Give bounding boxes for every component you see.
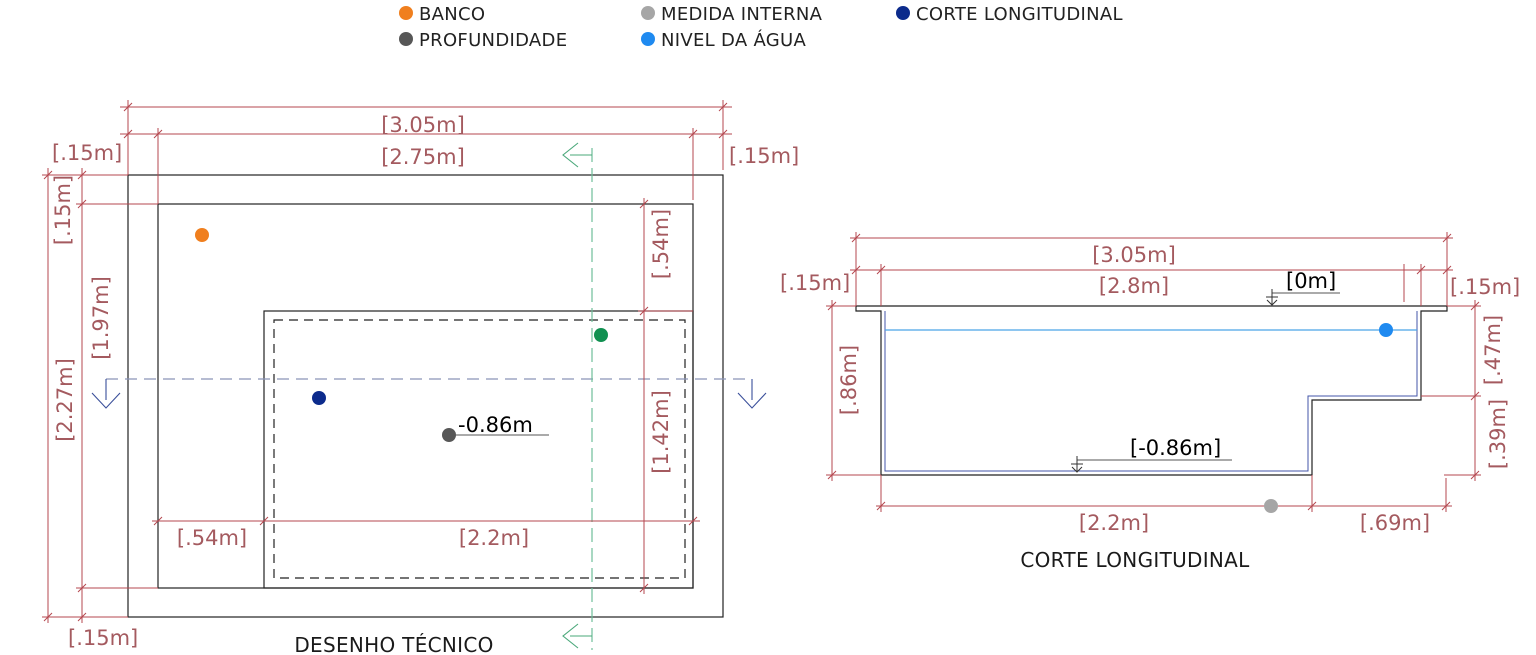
plan-right-dimensions [638, 198, 693, 594]
plan-marker-section [312, 391, 326, 405]
legend-label-medida-interna: MEDIDA INTERNA [661, 4, 823, 25]
legend-label-nivel-agua: NIVEL DA ÁGUA [661, 29, 807, 51]
plan-width-total-label: [3.05m] [381, 113, 465, 137]
plan-bottom-dimensions [152, 516, 700, 526]
section-depth-total-label: [.86m] [837, 345, 861, 415]
section-right-dimensions [1421, 300, 1481, 481]
plan-deep-length-label: [1.42m] [649, 390, 673, 474]
section-width-inner-label: [2.8m] [1099, 274, 1169, 298]
legend-dot-profundidade [399, 32, 413, 46]
legend-label-banco: BANCO [419, 4, 485, 25]
plan-depth-label: -0.86m [458, 413, 533, 437]
section-bottom-dimensions [876, 475, 1452, 512]
plan-border-bottom-label: [.15m] [68, 626, 138, 650]
legend-dot-corte-longitudinal [896, 6, 910, 20]
plan-caption: DESENHO TÉCNICO [294, 633, 493, 655]
plan-view: [3.05m] [2.75m] [.15m] [.15m] [.15m] [2.… [42, 100, 799, 655]
section-pool-profile [855, 305, 1448, 476]
plan-outer-border [127, 174, 724, 618]
legend-label-corte-longitudinal: CORTE LONGITUDINAL [916, 4, 1123, 25]
section-step-bottom-label: [.39m] [1486, 399, 1510, 469]
section-marker-water [1379, 323, 1393, 337]
level-top-marker-icon [1266, 289, 1278, 306]
legend-dot-medida-interna [641, 6, 655, 20]
section-marker-internal [1264, 499, 1278, 513]
plan-marker-cut [594, 328, 608, 342]
plan-top-dimensions [120, 100, 732, 204]
cut-arrow-bottom-icon [562, 623, 592, 649]
cut-arrow-left-icon [91, 379, 121, 409]
section-border-right-label: [.15m] [1450, 275, 1520, 299]
section-step-length-label: [.69m] [1360, 511, 1430, 535]
section-pool-inner-line [884, 311, 1418, 472]
plan-height-total-label: [2.27m] [53, 358, 77, 442]
plan-left-dimensions [42, 168, 158, 623]
level-bottom-marker-icon [1071, 456, 1083, 473]
section-level-top-label: [0m] [1286, 269, 1336, 293]
legend-label-profundidade: PROFUNDIDADE [419, 30, 567, 51]
section-width-total-label: [3.05m] [1092, 243, 1176, 267]
legend-dot-nivel-agua [641, 32, 655, 46]
plan-border-top-label: [.15m] [51, 175, 75, 245]
plan-deep-area [263, 310, 694, 589]
plan-border-left-label: [.15m] [52, 141, 122, 165]
section-left-dimensions [826, 300, 881, 481]
plan-border-right-label: [.15m] [729, 144, 799, 168]
plan-deep-width-label: [2.2m] [459, 526, 529, 550]
plan-bench-depth-label: [.54m] [649, 209, 673, 279]
section-top-dimensions [850, 232, 1453, 306]
cut-arrow-right-icon [737, 379, 767, 409]
section-view: [3.05m] [2.8m] [.15m] [.15m] [0m] [-0.86… [780, 232, 1520, 572]
cut-arrow-top-icon [562, 142, 592, 168]
plan-internal-dashed [273, 319, 686, 579]
plan-height-inner-label: [1.97m] [89, 276, 113, 360]
plan-bench-width-label: [.54m] [177, 526, 247, 550]
section-caption: CORTE LONGITUDINAL [1020, 548, 1250, 572]
plan-marker-depth [442, 428, 456, 442]
section-border-left-label: [.15m] [780, 271, 850, 295]
section-step-top-label: [.47m] [1481, 315, 1505, 385]
section-floor-length-label: [2.2m] [1079, 511, 1149, 535]
plan-width-inner-label: [2.75m] [381, 145, 465, 169]
section-level-bottom-label: [-0.86m] [1130, 436, 1221, 460]
legend-dot-banco [399, 6, 413, 20]
plan-marker-bench [195, 228, 209, 242]
legend: BANCO MEDIDA INTERNA CORTE LONGITUDINAL … [399, 4, 1123, 51]
